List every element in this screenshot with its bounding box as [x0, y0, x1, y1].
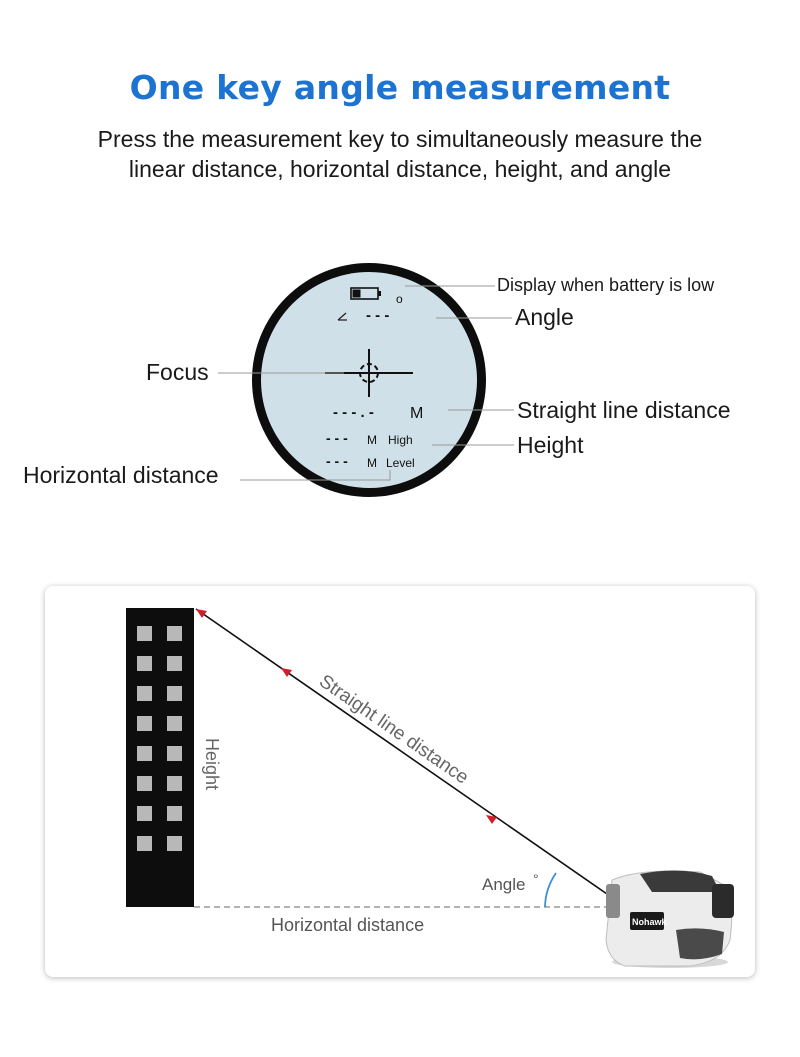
- callout-straight: Straight line distance: [517, 397, 731, 423]
- building-window: [167, 716, 182, 731]
- distance-readout: - - - . -: [333, 404, 374, 421]
- level-readout: - - -: [326, 453, 348, 469]
- building-window: [137, 626, 152, 641]
- building-window: [167, 626, 182, 641]
- building-windows: [137, 626, 182, 851]
- callout-height: Height: [517, 432, 584, 458]
- scene-horizontal-label: Horizontal distance: [271, 915, 424, 935]
- callout-angle: Angle: [515, 304, 574, 330]
- straight-line: [195, 608, 608, 895]
- level-tag: Level: [386, 456, 415, 470]
- callout-leaders: [218, 285, 514, 481]
- scene-height-label: Height: [202, 738, 222, 790]
- height-unit: M: [367, 433, 377, 447]
- building-window: [137, 836, 152, 851]
- building-window: [137, 686, 152, 701]
- arrow-marker-low: [486, 815, 497, 824]
- building: [126, 608, 194, 907]
- subtitle-line-1: Press the measurement key to simultaneou…: [97, 126, 703, 152]
- building-window: [167, 836, 182, 851]
- building-window: [167, 686, 182, 701]
- callout-focus: Focus: [146, 359, 209, 385]
- callout-battery: Display when battery is low: [497, 275, 715, 295]
- battery-low-icon: [350, 287, 381, 300]
- distance-unit: M: [410, 405, 423, 422]
- rangefinder-device: Nohawk: [605, 870, 734, 968]
- building-window: [167, 656, 182, 671]
- building-window: [137, 806, 152, 821]
- building-window: [137, 746, 152, 761]
- scene-card: Straight line distance Height Horizontal…: [45, 586, 755, 977]
- building-window: [167, 776, 182, 791]
- degree-symbol: o: [396, 292, 403, 306]
- angle-icon: [337, 312, 347, 321]
- arrow-marker-mid: [281, 668, 292, 677]
- scene-diagram: Straight line distance Height Horizontal…: [126, 608, 734, 968]
- arrow-marker-top: [196, 609, 207, 618]
- device-brand: Nohawk: [632, 917, 668, 927]
- scene-angle-degree: °: [533, 871, 539, 887]
- page-subtitle: Press the measurement key to simultaneou…: [30, 124, 770, 184]
- height-readout: - - -: [326, 430, 348, 446]
- display-diagram: o - - - - - - . - M - - - M High - - - M…: [23, 263, 731, 497]
- scene-angle-label: Angle: [482, 875, 525, 894]
- building-window: [167, 746, 182, 761]
- callout-horizontal: Horizontal distance: [23, 462, 219, 488]
- level-unit: M: [367, 456, 377, 470]
- building-window: [137, 776, 152, 791]
- subtitle-line-2: linear distance, horizontal distance, he…: [128, 156, 672, 182]
- page-title: One key angle measurement: [129, 68, 671, 107]
- building-window: [167, 806, 182, 821]
- angle-readout: - - -: [366, 307, 389, 324]
- angle-arc: [544, 872, 557, 908]
- building-window: [137, 716, 152, 731]
- building-window: [137, 656, 152, 671]
- height-tag: High: [388, 433, 413, 447]
- scene-straight-label: Straight line distance: [315, 671, 472, 789]
